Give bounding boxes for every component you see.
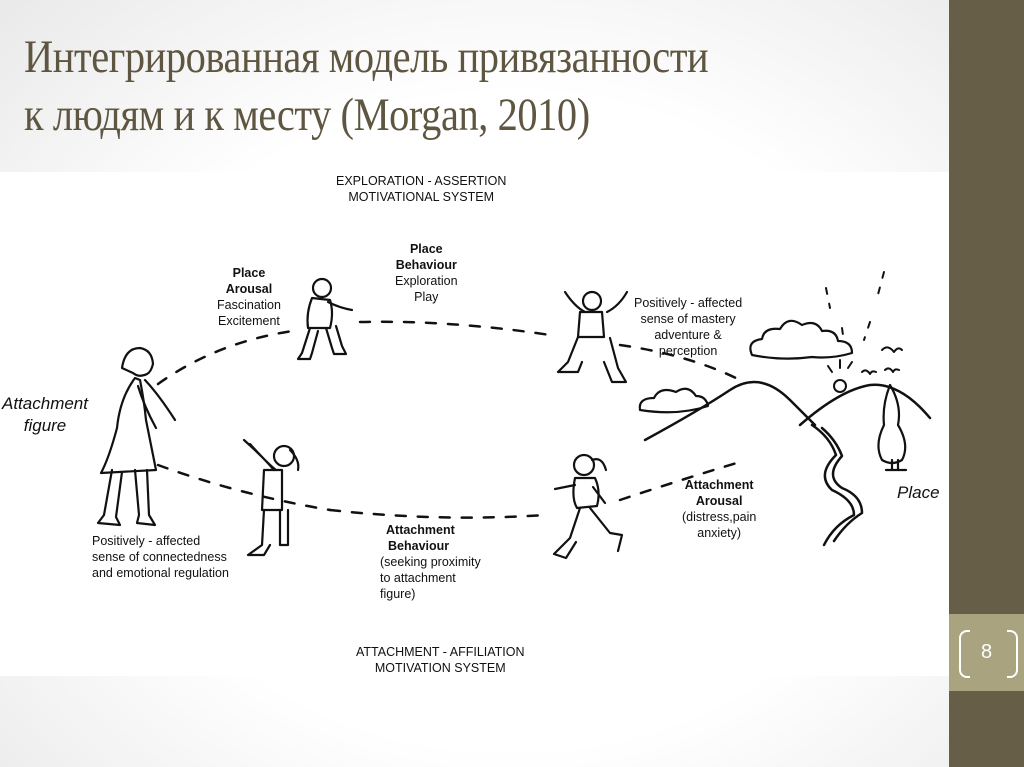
attachment-behaviour-label: Attachment Behaviour (seeking proximity …	[380, 522, 481, 602]
attachment-behaviour-title-2: Behaviour	[388, 539, 450, 553]
attachment-behaviour-title-1: Attachment	[386, 523, 455, 537]
bottom-system-label: ATTACHMENT - AFFILIATION MOTIVATION SYST…	[356, 644, 525, 676]
positive-place-line-4: perception	[658, 344, 718, 358]
child-reaching-icon	[242, 438, 300, 557]
page-number-box: 8	[949, 614, 1024, 691]
attachment-arousal-title-2: Arousal	[695, 494, 743, 508]
birds-icon	[861, 346, 903, 375]
child-arms-up-icon	[556, 290, 629, 384]
attachment-behaviour-line-3: figure)	[380, 587, 416, 601]
positive-people-line-2: sense of connectedness	[92, 550, 227, 564]
dashed-cycle-path-icon	[156, 320, 742, 519]
child-running-icon	[552, 453, 624, 560]
cloud-icon	[638, 319, 854, 414]
title-line-2: к людям и к месту (Morgan, 2010)	[24, 89, 590, 141]
diagram-artwork	[96, 271, 932, 560]
adult-woman-figure	[96, 346, 177, 527]
positive-place-line-2: sense of mastery	[640, 312, 736, 326]
place-arousal-label: Place Arousal Fascination Excitement	[217, 265, 281, 329]
place-behaviour-title-1: Place	[409, 242, 443, 256]
place-arousal-line-1: Fascination	[217, 298, 281, 312]
place-arousal-line-2: Excitement	[218, 314, 280, 328]
positive-place-line-3: adventure &	[654, 328, 722, 342]
positive-people-line-3: and emotional regulation	[92, 566, 229, 580]
landscape-hills-icon	[643, 380, 932, 442]
place-behaviour-line-1: Exploration	[395, 274, 458, 288]
top-system-line-2: MOTIVATIONAL SYSTEM	[348, 190, 495, 204]
river-icon	[810, 423, 864, 547]
right-bracket-icon	[1007, 630, 1018, 678]
positive-place-label: Positively - affected sense of mastery a…	[634, 295, 742, 359]
place-behaviour-title-2: Behaviour	[395, 258, 457, 272]
bottom-system-line-1: ATTACHMENT - AFFILIATION	[356, 645, 525, 659]
attachment-arousal-title-1: Attachment	[684, 478, 754, 492]
slide-title: Интегрированная модель привязанности к л…	[24, 28, 815, 144]
attachment-behaviour-line-2: to attachment	[380, 571, 456, 585]
attachment-arousal-label: Attachment Arousal (distress,pain anxiet…	[682, 477, 756, 541]
attachment-arousal-line-2: anxiety)	[697, 526, 742, 540]
positive-people-label: Positively - affected sense of connected…	[92, 533, 229, 581]
attachment-figure-line-1: Attachment	[2, 394, 88, 413]
positive-place-line-1: Positively - affected	[634, 296, 743, 310]
title-line-1: Интегрированная модель привязанности	[24, 31, 709, 83]
place-behaviour-label: Place Behaviour Exploration Play	[395, 241, 458, 305]
bottom-system-line-2: MOTIVATION SYSTEM	[374, 661, 506, 675]
attachment-behaviour-line-1: (seeking proximity	[380, 555, 481, 569]
attachment-figure-label: Attachment figure	[2, 393, 88, 437]
attachment-arousal-line-1: (distress,pain	[682, 510, 757, 524]
tree-icon	[877, 383, 908, 472]
sun-icon	[825, 271, 885, 393]
top-system-label: EXPLORATION - ASSERTION MOTIVATIONAL SYS…	[336, 173, 506, 205]
page-number: 8	[980, 641, 993, 663]
place-arousal-title-1: Place	[232, 266, 266, 280]
attachment-model-diagram: EXPLORATION - ASSERTION MOTIVATIONAL SYS…	[0, 172, 949, 676]
place-arousal-title-2: Arousal	[225, 282, 273, 296]
left-bracket-icon	[959, 630, 970, 678]
positive-people-line-1: Positively - affected	[92, 534, 201, 548]
place-behaviour-line-2: Play	[414, 290, 439, 304]
attachment-figure-line-2: figure	[23, 416, 67, 435]
place-label: Place	[897, 483, 940, 502]
top-system-line-1: EXPLORATION - ASSERTION	[336, 174, 507, 188]
child-walking-icon	[296, 277, 354, 361]
